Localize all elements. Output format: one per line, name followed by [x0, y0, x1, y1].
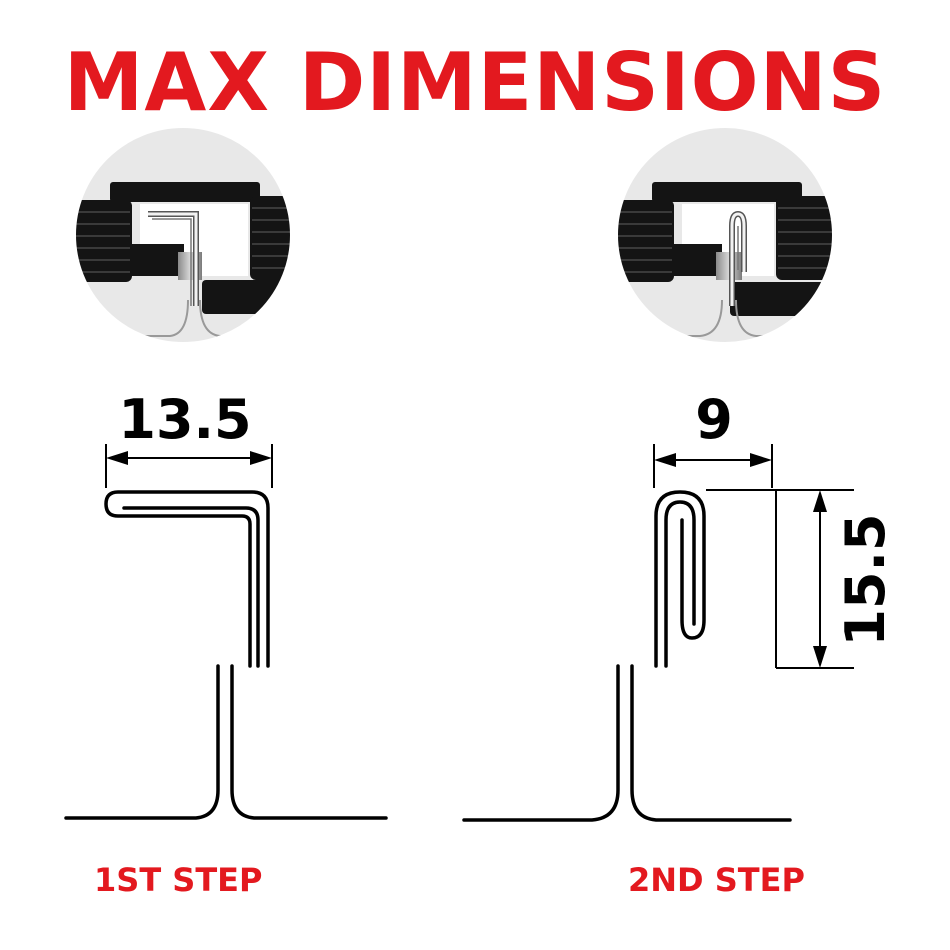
arrow-right-icon: [750, 453, 772, 467]
arrow-left-icon: [654, 453, 676, 467]
step-label-1: 1ST STEP: [94, 861, 263, 899]
detail-view-left: [74, 126, 292, 344]
dimension-width-step1: [105, 444, 273, 488]
dimension-height-step2: [706, 489, 854, 669]
dimension-label-width-step1: 13.5: [118, 388, 251, 451]
arrow-up-icon: [813, 490, 827, 512]
dimension-width-step2: [653, 444, 773, 488]
detail-view-right: [616, 126, 834, 344]
arrow-right-icon: [250, 451, 272, 465]
seam-profile-step2: [462, 490, 792, 822]
arrow-left-icon: [106, 451, 128, 465]
page-title: MAX DIMENSIONS: [63, 36, 887, 129]
seam-profile-step1: [64, 490, 388, 820]
dimension-label-height-step2: 15.5: [834, 513, 897, 646]
step-label-2: 2ND STEP: [628, 861, 805, 899]
arrow-down-icon: [813, 646, 827, 668]
dimension-label-width-step2: 9: [695, 388, 733, 451]
